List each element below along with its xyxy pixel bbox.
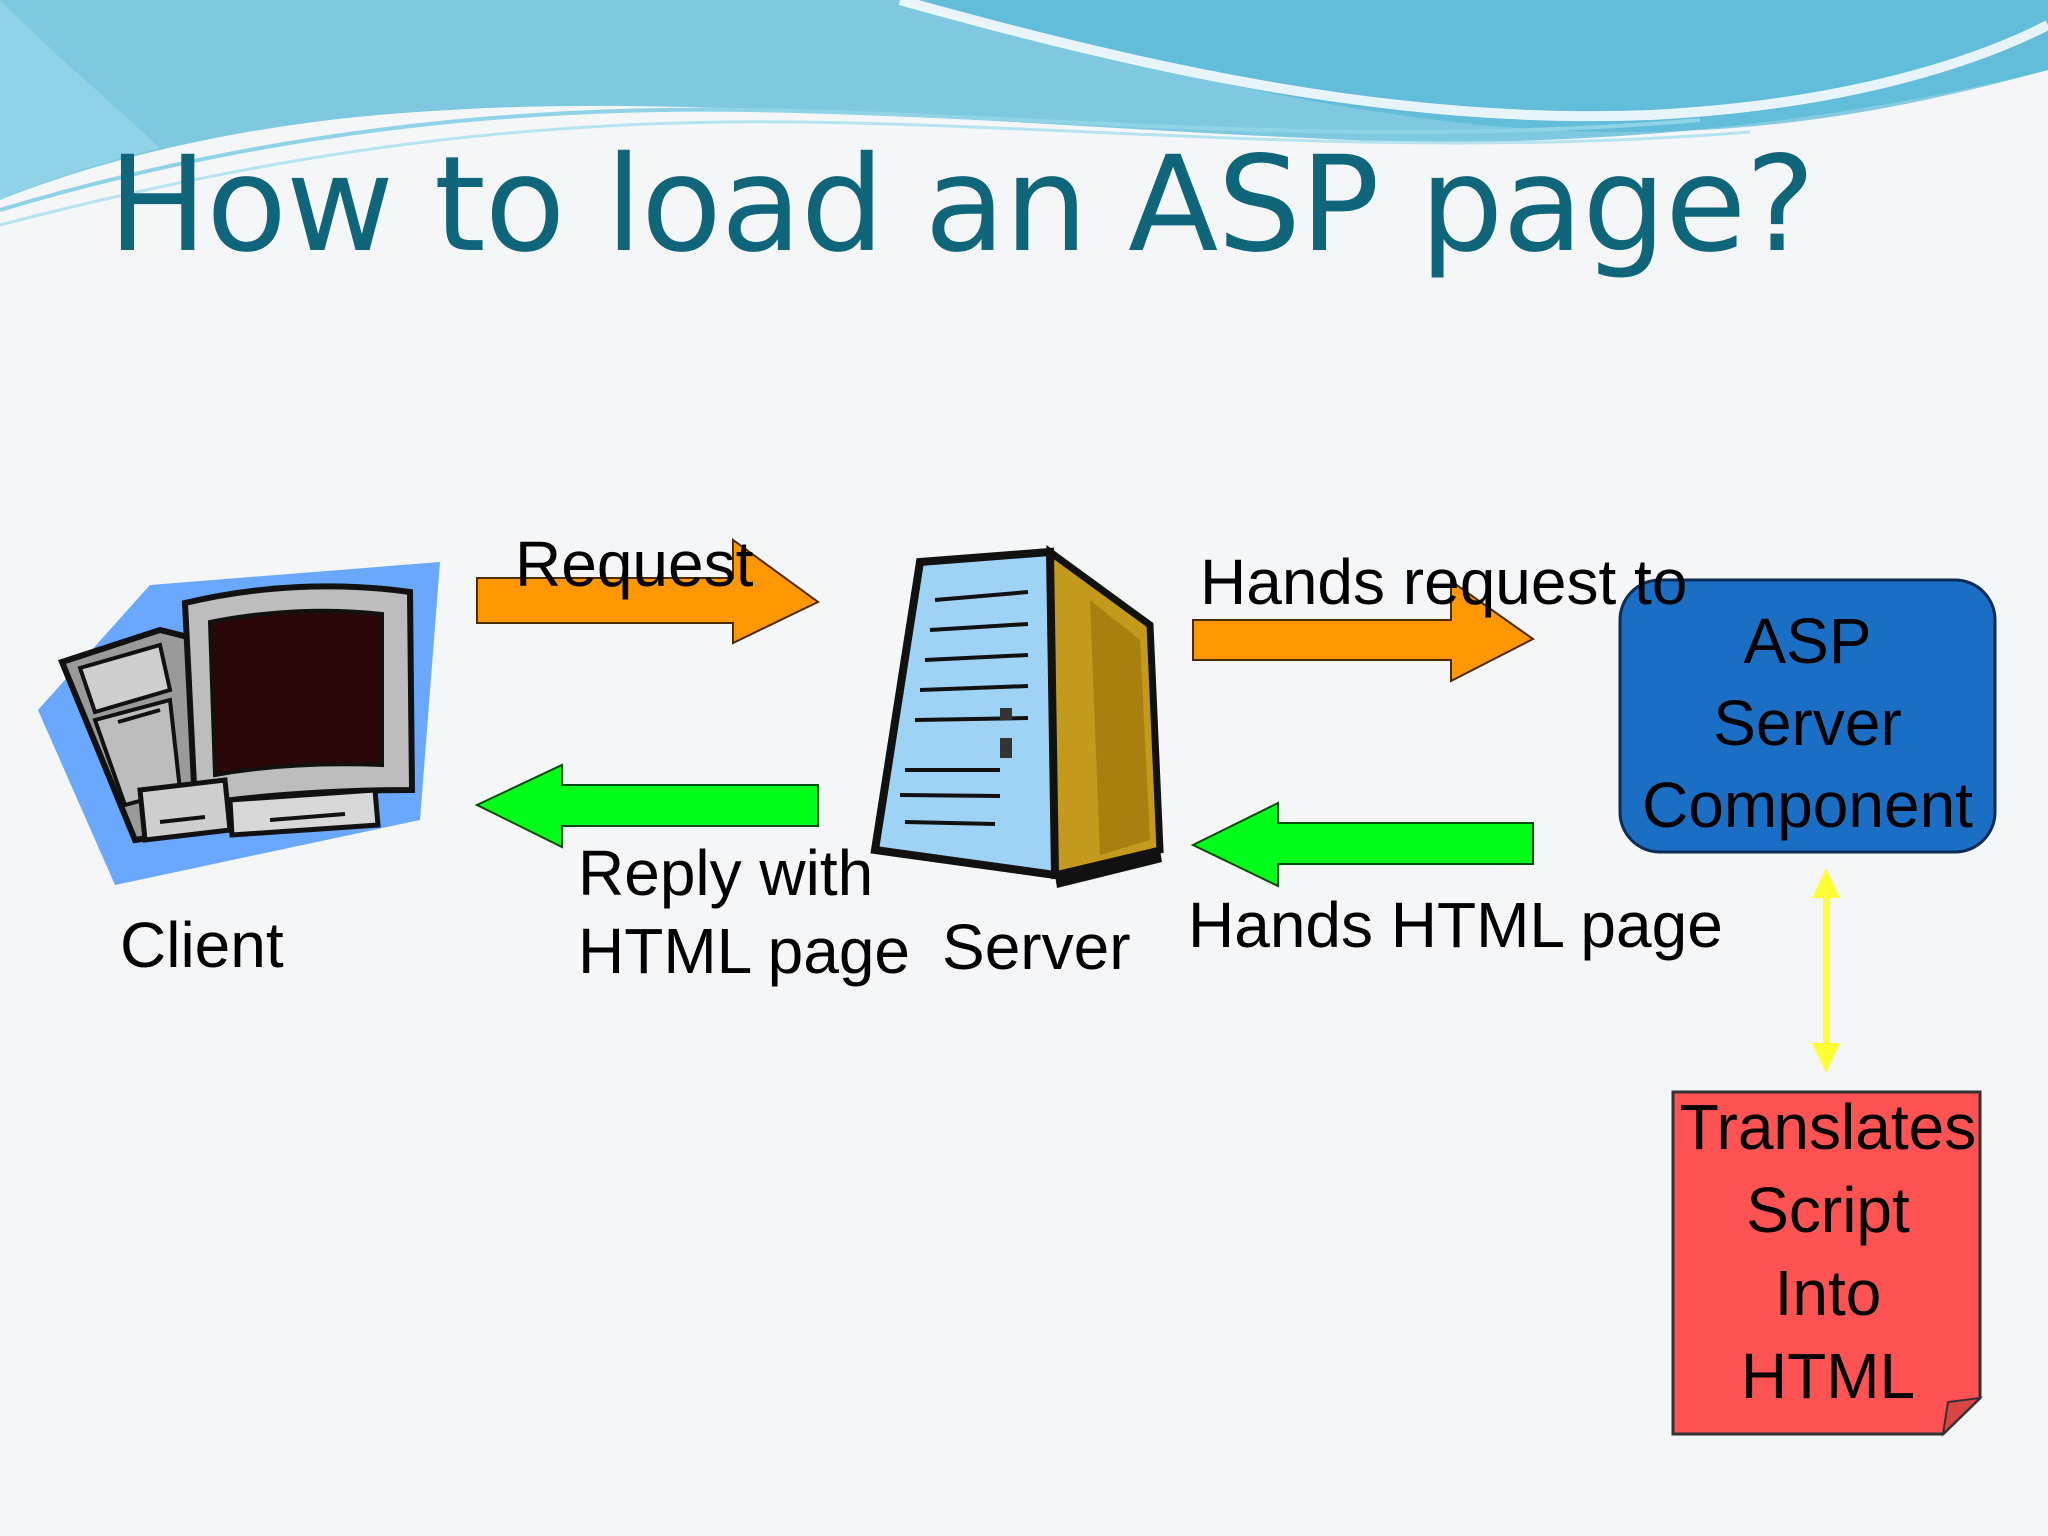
node-label-client: Client (120, 909, 284, 981)
edge-label-request: Request (515, 528, 754, 600)
translate-link-arrow (1812, 868, 1840, 1073)
header-wave-decoration (0, 0, 2048, 227)
request-arrow (476, 538, 820, 645)
asp-component-line-2: Server (1713, 687, 1902, 759)
hands-request-arrow (1192, 579, 1535, 683)
desktop-computer-icon (38, 562, 440, 885)
asp-component-line-3: Component (1642, 769, 1973, 841)
asp-component-line-1: ASP (1743, 605, 1872, 677)
reply-arrow (474, 763, 819, 849)
asp-component-box (1618, 578, 1997, 854)
translates-line-4: HTML (1740, 1340, 1916, 1412)
server-tower-icon (870, 545, 1164, 888)
translates-line-2: Script (1746, 1174, 1910, 1246)
slide-title: How to load an ASP page? (108, 128, 1815, 282)
translates-note-box (1671, 1090, 1983, 1437)
translates-line-1: Translates (1679, 1091, 1977, 1163)
node-label-server: Server (942, 911, 1131, 983)
asp-component-label: ASP Server Component (1620, 600, 1995, 846)
translates-note-label: Translates Script Into HTML (1660, 1086, 1996, 1418)
edge-label-reply: Reply with HTML page (578, 834, 910, 990)
edge-label-reply-line-2: HTML page (578, 915, 910, 987)
translates-line-3: Into (1774, 1257, 1882, 1329)
edge-label-reply-line-1: Reply with (578, 837, 874, 909)
hands-html-arrow (1190, 801, 1534, 888)
edge-label-hands-request: Hands request to (1200, 546, 1688, 618)
edge-label-hands-html: Hands HTML page (1188, 889, 1723, 961)
